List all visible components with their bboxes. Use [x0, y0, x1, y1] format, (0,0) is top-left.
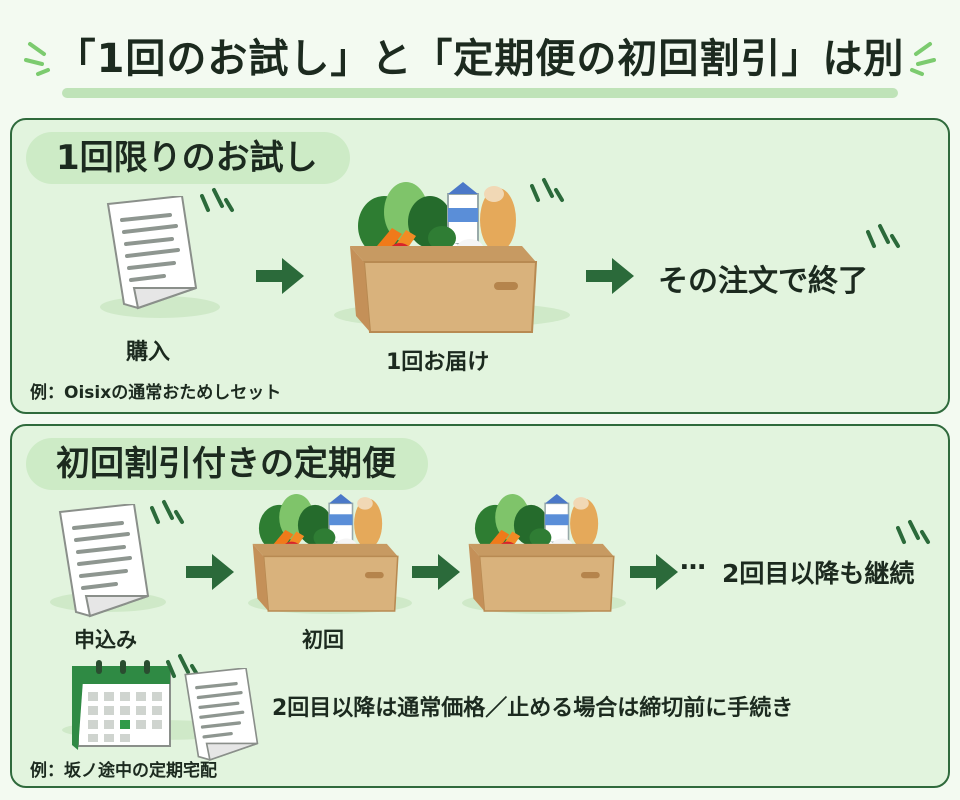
step-apply-label: 申込み	[74, 628, 137, 652]
sparkle-icon	[910, 42, 936, 76]
section-subscription-heading: 初回割引付きの定期便	[26, 438, 428, 490]
document-icon	[183, 668, 260, 762]
sparkle-icon	[896, 520, 930, 544]
sparkle-icon	[200, 188, 234, 212]
produce-box-icon	[251, 494, 399, 612]
section-two-example: 例：坂ノ途中の定期宅配	[30, 761, 217, 781]
section-one-example: 例：Oisixの通常おためしセット	[30, 383, 282, 403]
document-icon	[106, 196, 198, 310]
document-icon	[58, 504, 150, 618]
arrow-right-icon	[186, 554, 234, 590]
arrow-right-icon	[630, 554, 678, 590]
calendar-icon	[72, 660, 171, 751]
step-continue-label: 2回目以降も継続	[722, 559, 915, 588]
sparkle-icon	[150, 500, 184, 524]
section-one-time-trial-heading: 1回限りのお試し	[26, 132, 350, 184]
produce-box-icon	[467, 494, 615, 612]
title-underline	[62, 88, 898, 98]
step-delivery-label: 1回お届け	[386, 350, 490, 375]
step-purchase-label: 購入	[126, 340, 171, 365]
subscription-note: 2回目以降は通常価格／止める場合は締切前に手続き	[272, 696, 794, 721]
step-end-label: その注文で終了	[658, 264, 868, 299]
sparkle-icon	[866, 224, 900, 248]
arrow-right-icon	[586, 258, 634, 294]
arrow-right-icon	[256, 258, 304, 294]
sparkle-icon	[530, 178, 564, 202]
arrow-right-icon	[412, 554, 460, 590]
step-first-label: 初回	[302, 628, 344, 652]
sparkle-icon	[24, 42, 50, 76]
page-title: 「1回のお試し」と「定期便の初回割引」は別	[55, 36, 905, 82]
ellipsis-text: …	[680, 546, 706, 576]
produce-box-icon	[349, 182, 537, 333]
